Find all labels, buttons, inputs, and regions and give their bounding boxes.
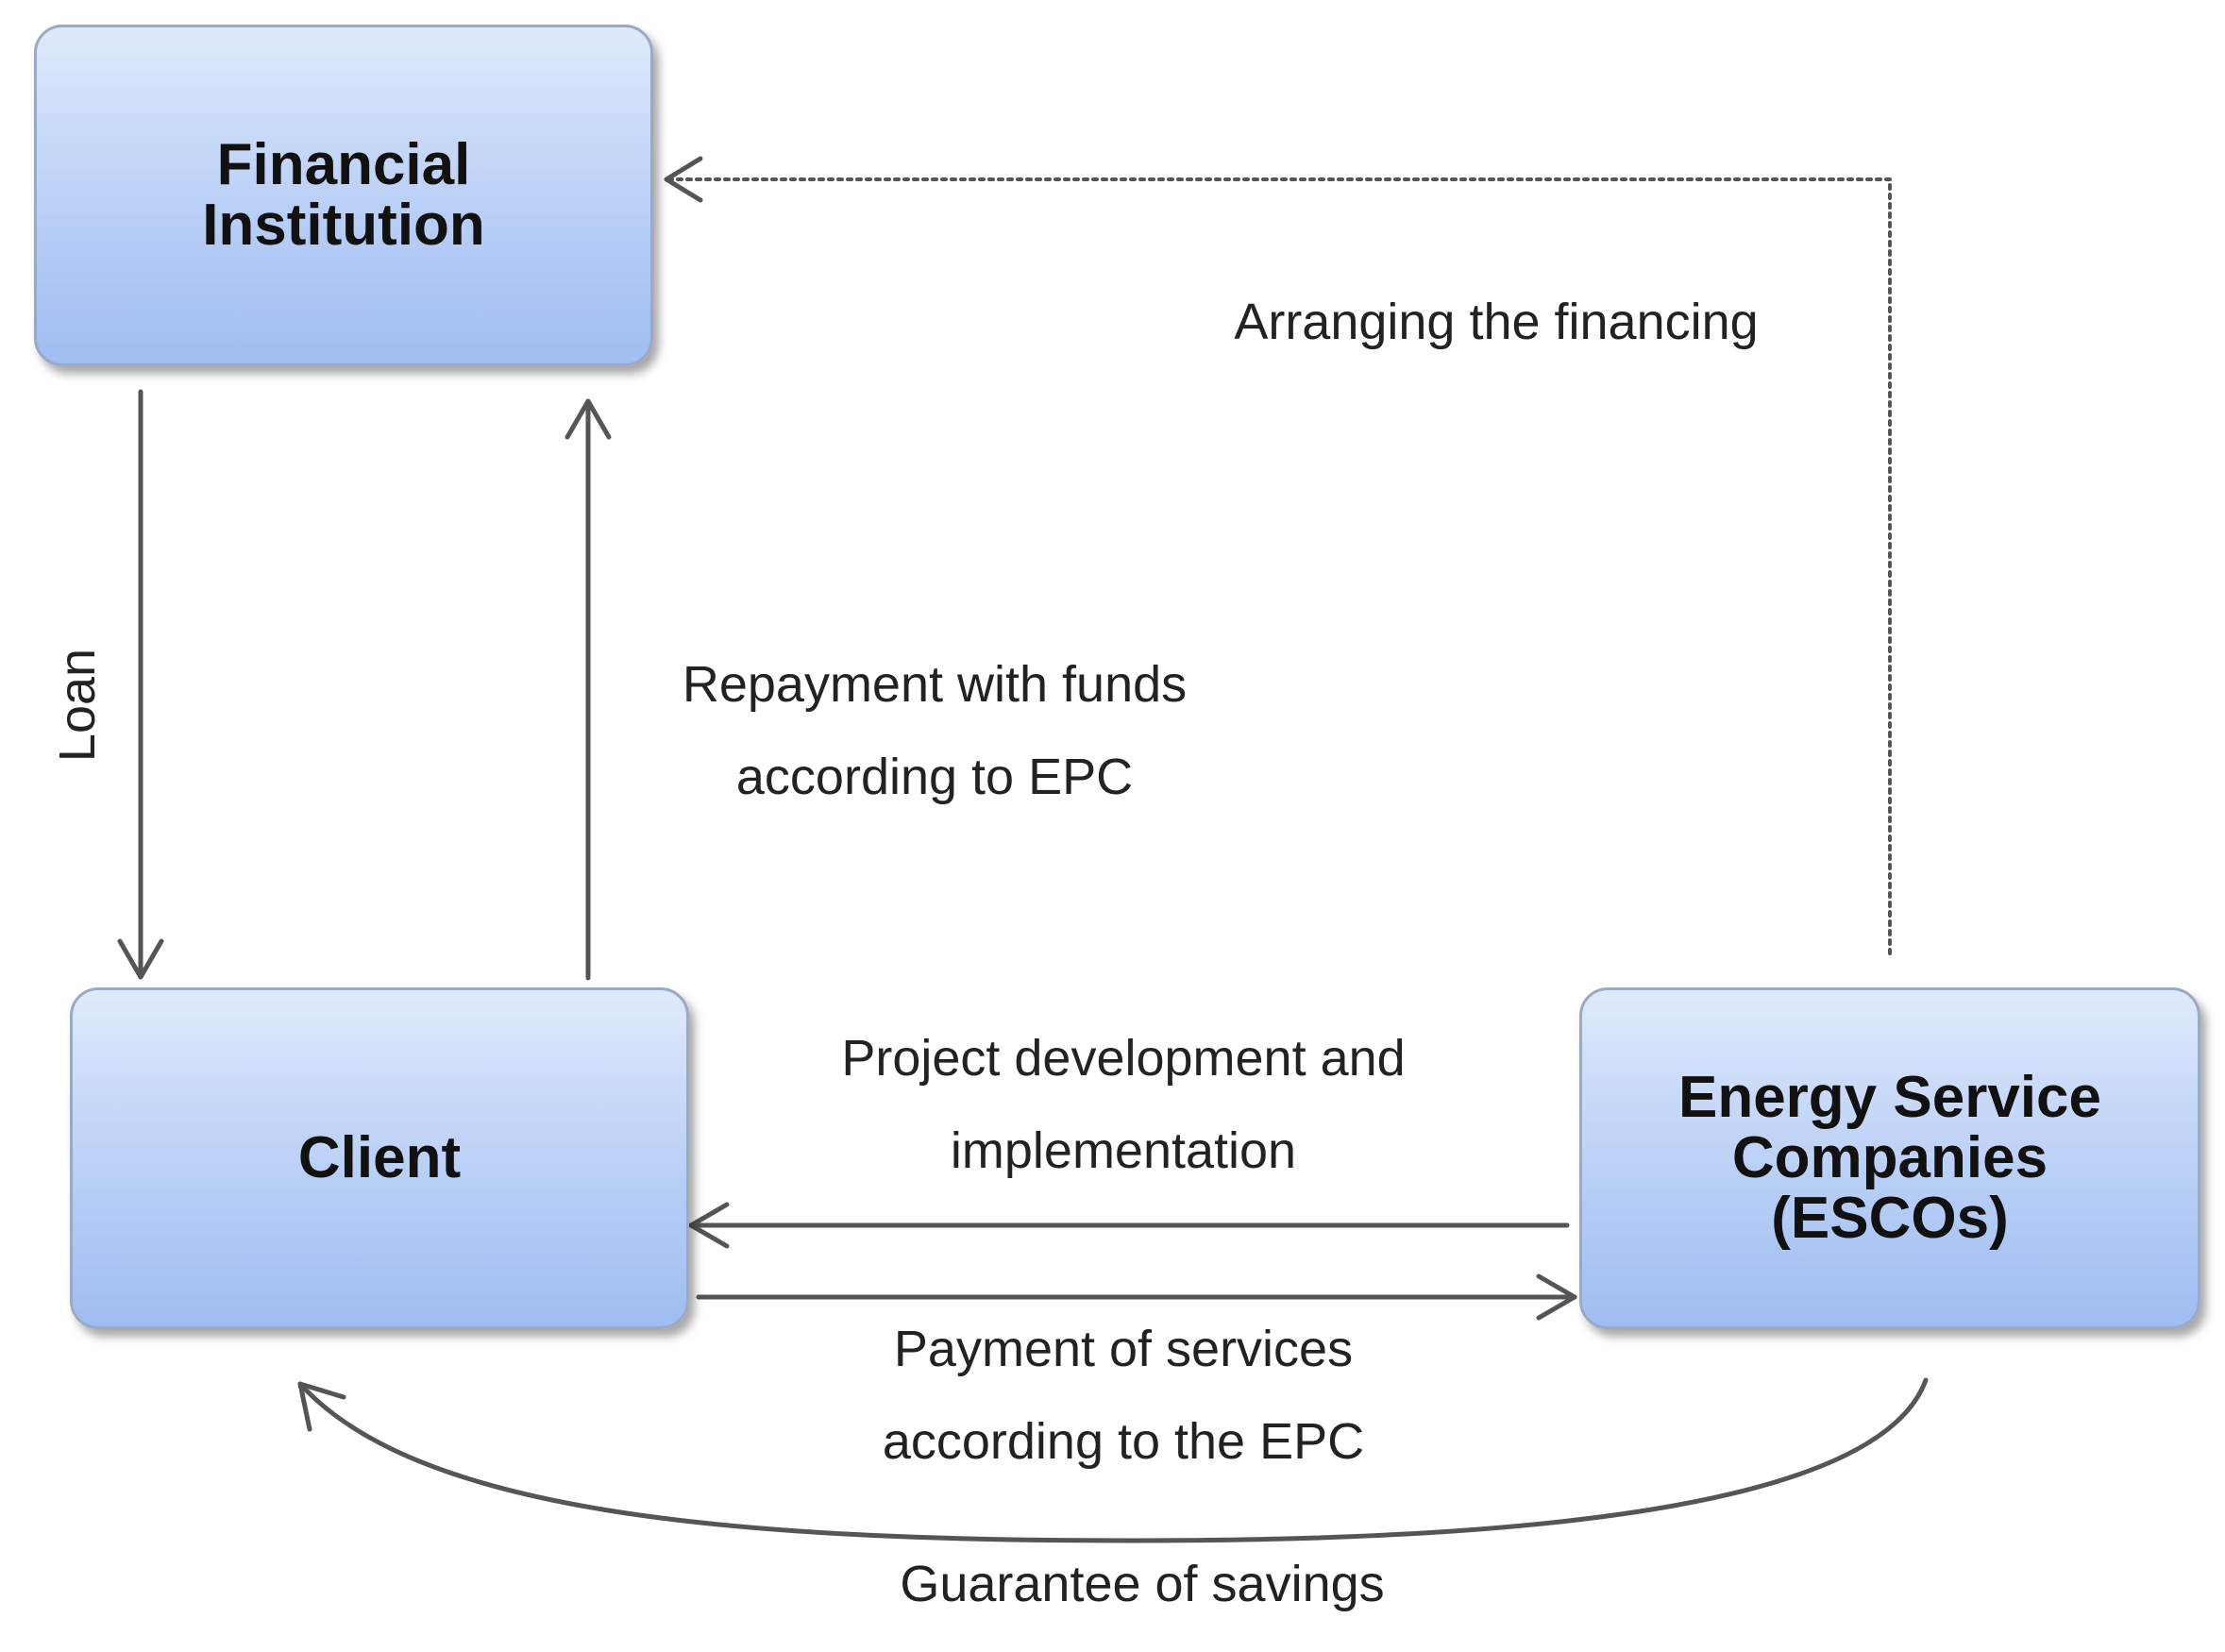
financial-institution-label-line1: Financial	[216, 132, 471, 197]
esco-label-line3: (ESCOs)	[1771, 1186, 2009, 1251]
guarantee-arrow-curve	[297, 1377, 1929, 1543]
repayment-label-line2: according to EPC	[735, 749, 1134, 805]
financial-institution-label-line2: Institution	[202, 193, 485, 258]
arranging-financing-label: Arranging the financing	[1189, 276, 1803, 368]
payment-services-label: Payment of services according to the EPC	[831, 1303, 1416, 1488]
payment-services-label-line1: Payment of services	[893, 1321, 1354, 1377]
project-development-label-line1: Project development and	[841, 1030, 1406, 1087]
repayment-arrow-head	[565, 398, 612, 440]
project-arrow-head	[688, 1202, 730, 1249]
esco-label-line2: Companies	[1731, 1125, 2048, 1190]
repayment-label-line1: Repayment with funds	[682, 656, 1188, 713]
arranging-financing-label-text: Arranging the financing	[1234, 294, 1759, 350]
payment-arrow-head	[1536, 1273, 1577, 1321]
client-label: Client	[297, 1125, 462, 1190]
guarantee-arrow-head	[297, 1381, 346, 1432]
loan-label-text: Loan	[49, 648, 106, 763]
guarantee-savings-label-text: Guarantee of savings	[900, 1556, 1385, 1612]
loan-arrow-head	[117, 938, 164, 980]
project-development-label: Project development and implementation	[812, 1012, 1435, 1197]
client-node: Client	[70, 987, 689, 1329]
esco-label-line1: Energy Service	[1677, 1065, 2102, 1130]
financial-institution-node: Financial Institution	[34, 25, 653, 366]
esco-node: Energy Service Companies (ESCOs)	[1579, 987, 2200, 1329]
project-development-label-line2: implementation	[950, 1122, 1297, 1179]
repayment-label: Repayment with funds according to EPC	[651, 638, 1218, 823]
guarantee-savings-label: Guarantee of savings	[850, 1556, 1435, 1612]
arranging-arrow-head	[664, 156, 703, 203]
arranging-arrow-line	[665, 177, 1892, 955]
payment-services-label-line2: according to the EPC	[882, 1413, 1365, 1470]
